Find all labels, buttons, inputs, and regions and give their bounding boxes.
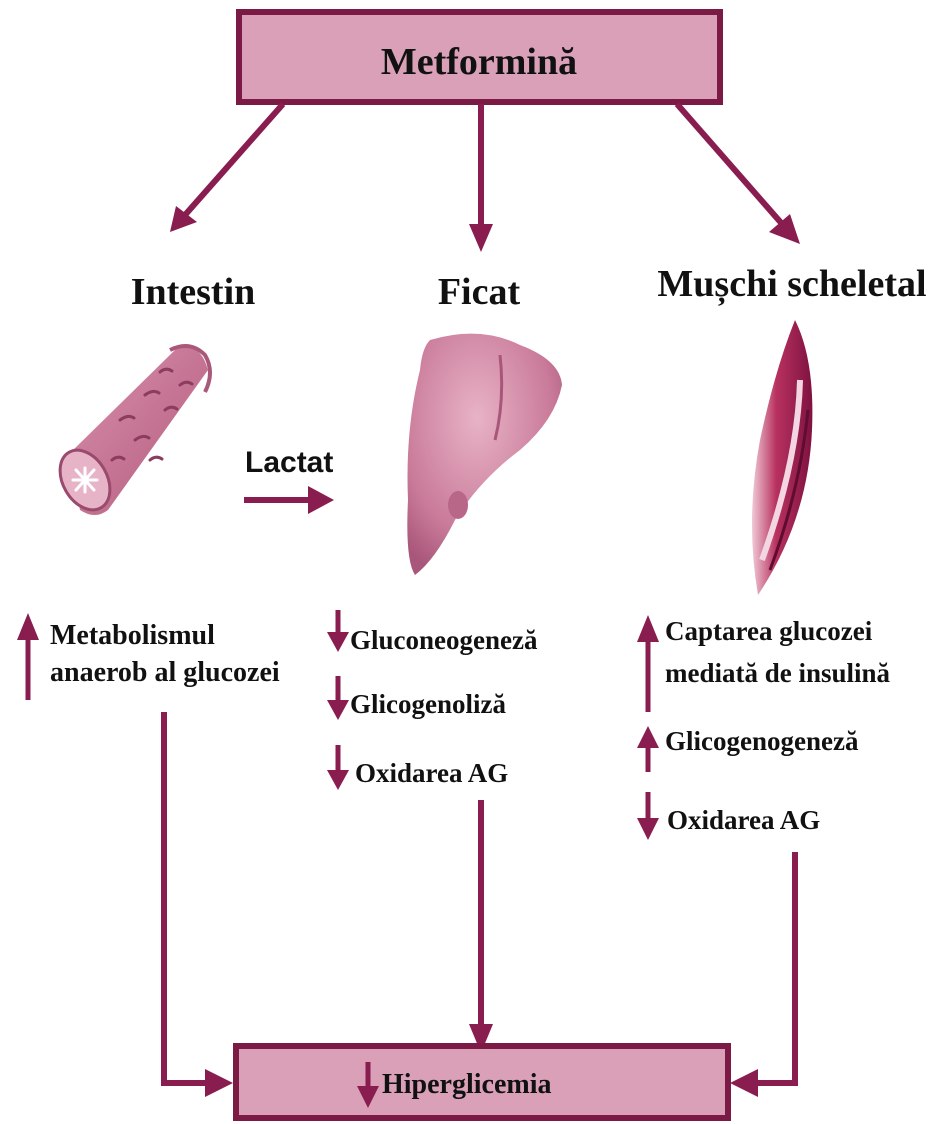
muscle-effect-uptake-line2: mediată de insulină (665, 658, 891, 688)
muscle-effect-glycogenesis: Glicogenogeneză (665, 726, 859, 756)
muscle-effect-fa-oxidation: Oxidarea AG (667, 805, 820, 835)
lactate-arrow (244, 486, 334, 514)
muscle-effects: Captarea glucozei mediată de insulină Gl… (637, 615, 891, 840)
muscle-effect-uptake-line1: Captarea glucozei (665, 616, 873, 646)
liver-effect-glycogenolysis: Glicogenoliză (350, 689, 506, 719)
lactate-label: Lactat (245, 446, 333, 479)
intestine-effects: Metabolismul anaerob al glucozei (17, 613, 280, 700)
hyperglycemia-label: Hiperglicemia (382, 1069, 552, 1100)
intestine-effect-line1: Metabolismul (50, 620, 215, 651)
intestine-effect-line2: anaerob al glucozei (50, 657, 280, 688)
metformin-box: Metformină (239, 12, 720, 102)
muscle-icon (752, 320, 812, 595)
top-arrows (170, 104, 800, 252)
liver-effects: Gluconeogeneză Glicogenoliză Oxidarea AG (327, 610, 538, 790)
hyperglycemia-box: Hiperglicemia (236, 1046, 728, 1118)
intestine-icon (50, 346, 210, 519)
liver-effect-gluconeogenesis: Gluconeogeneză (350, 625, 538, 655)
liver-icon (407, 334, 562, 575)
liver-label: Ficat (438, 271, 521, 313)
metformin-title: Metformină (381, 41, 577, 83)
intestine-label: Intestin (131, 271, 256, 313)
muscle-label: Mușchi scheletal (657, 263, 926, 306)
liver-effect-fa-oxidation: Oxidarea AG (355, 758, 508, 788)
